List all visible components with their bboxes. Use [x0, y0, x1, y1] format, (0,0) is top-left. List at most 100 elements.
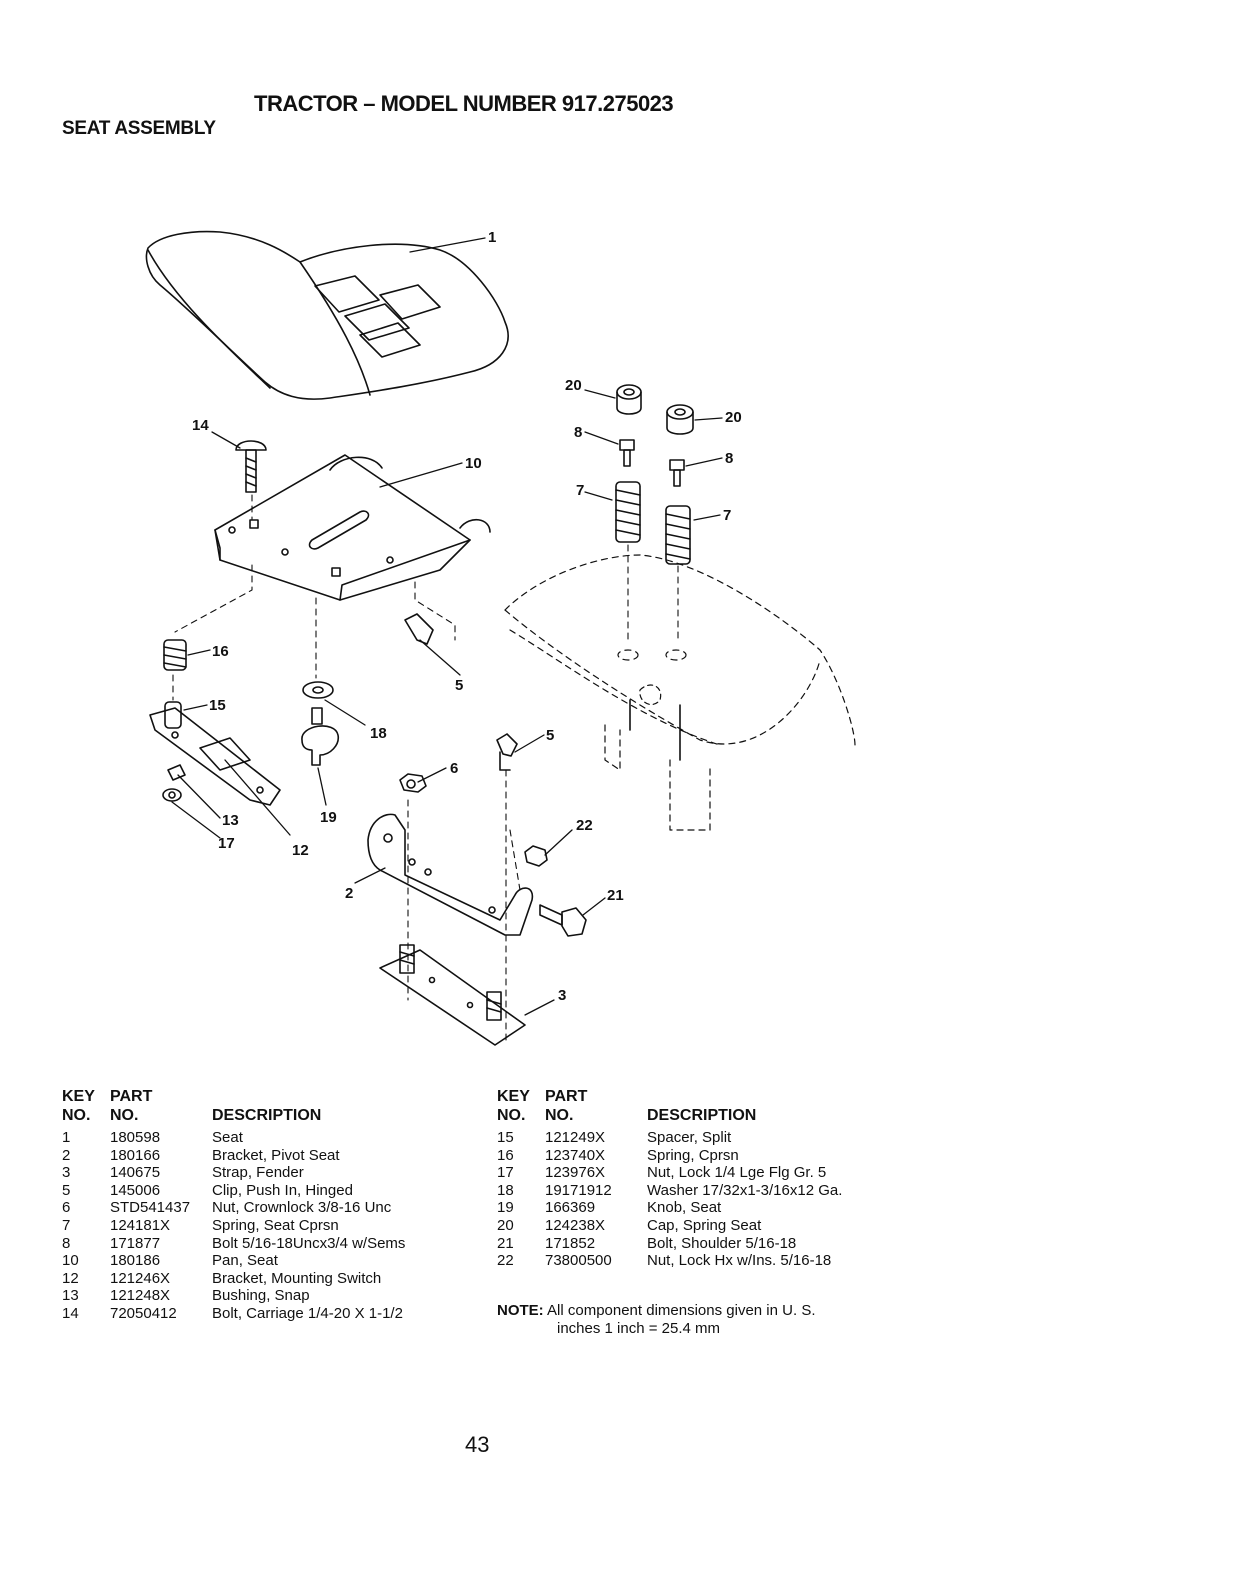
description-cell: Pan, Seat [212, 1252, 278, 1270]
part-number-cell: 124181X [110, 1216, 171, 1234]
description-cell: Bracket, Mounting Switch [212, 1269, 382, 1287]
split-spacer-part [164, 701, 182, 729]
washer-part [302, 681, 334, 699]
part-number-cell: 145006 [110, 1181, 161, 1199]
callout-label: 7 [723, 507, 731, 524]
no-header: NO. [110, 1107, 139, 1124]
description-cell: Bracket, Pivot Seat [212, 1146, 340, 1164]
part-number-cell: 72050412 [110, 1304, 177, 1322]
no-header: NO. [497, 1107, 526, 1124]
section-title: SEAT ASSEMBLY [62, 118, 216, 139]
part-number-cell: 123740X [545, 1146, 606, 1164]
seat-assembly-diagram: 1 14 10 20 20 8 8 7 7 16 15 5 18 19 6 5 … [145, 229, 856, 1046]
description-cell: Bushing, Snap [212, 1287, 310, 1305]
key-cell: 8 [62, 1234, 71, 1252]
description-cell: Knob, Seat [647, 1199, 722, 1217]
description-cell: Spacer, Split [647, 1129, 732, 1146]
key-cell: 15 [497, 1129, 514, 1146]
part-number-cell: 124238X [545, 1216, 606, 1234]
callout-label: 1 [488, 229, 496, 246]
part-number-cell: 121248X [110, 1287, 171, 1305]
push-in-clip-part [404, 613, 518, 771]
key-cell: 18 [497, 1181, 514, 1199]
table-header: KEY PART NO. NO. DESCRIPTION [497, 1087, 897, 1129]
description-cell: Nut, Lock 1/4 Lge Flg Gr. 5 [647, 1164, 827, 1182]
seat-knob-part [301, 707, 340, 766]
part-number-cell: 19171912 [545, 1181, 612, 1199]
part-header: PART [110, 1088, 153, 1105]
callout-label: 2 [345, 885, 353, 902]
table-row: 17 123976X Nut, Lock 1/4 Lge Flg Gr. 5 [497, 1164, 897, 1182]
key-cell: 12 [62, 1269, 79, 1287]
table-row: 13 121248X Bushing, Snap [62, 1287, 462, 1305]
description-cell: Seat [212, 1129, 243, 1146]
hex-lock-nut-part [524, 845, 548, 867]
seat-part [145, 230, 509, 400]
description-cell: Bolt 5/16-18Uncx3/4 w/Sems [212, 1234, 406, 1252]
part-number-cell: 180166 [110, 1146, 161, 1164]
description-cell: Clip, Push In, Hinged [212, 1181, 353, 1199]
part-number-cell: 73800500 [545, 1252, 612, 1270]
callout-label: 18 [370, 725, 387, 742]
callout-label: 8 [725, 450, 733, 467]
key-header: KEY [62, 1088, 95, 1105]
key-cell: 20 [497, 1216, 514, 1234]
key-cell: 5 [62, 1181, 71, 1199]
callout-label: 14 [192, 417, 209, 434]
table-row: 20 124238X Cap, Spring Seat [497, 1217, 897, 1235]
callout-label: 8 [574, 424, 582, 441]
table-row: 15 121249X Spacer, Split [497, 1129, 897, 1147]
description-cell: Spring, Seat Cprsn [212, 1216, 339, 1234]
part-number-cell: 121246X [110, 1269, 171, 1287]
callout-label: 5 [546, 727, 554, 744]
part-header: PART [545, 1088, 588, 1105]
description-cell: Spring, Cprsn [647, 1146, 739, 1164]
callout-label: 20 [725, 409, 742, 426]
no-header: NO. [545, 1107, 574, 1124]
description-cell: Cap, Spring Seat [647, 1216, 762, 1234]
shoulder-bolt-part [539, 904, 587, 937]
callout-label: 21 [607, 887, 624, 904]
part-number-cell: 180186 [110, 1252, 161, 1270]
key-cell: 7 [62, 1216, 71, 1234]
key-header: KEY [497, 1088, 530, 1105]
callout-label: 15 [209, 697, 226, 714]
lock-nut-part [162, 788, 182, 802]
key-cell: 19 [497, 1199, 514, 1217]
key-cell: 6 [62, 1199, 71, 1217]
callout-label: 6 [450, 760, 458, 777]
part-number-cell: 171877 [110, 1234, 161, 1252]
key-cell: 13 [62, 1287, 79, 1305]
callout-label: 3 [558, 987, 566, 1004]
fender-strap-part [379, 944, 526, 1046]
note-label: NOTE: [497, 1302, 544, 1319]
table-row: 7 124181X Spring, Seat Cprsn [62, 1217, 462, 1235]
spring-cap-part [616, 384, 694, 435]
description-cell: Strap, Fender [212, 1164, 304, 1182]
part-number-cell: 140675 [110, 1164, 161, 1182]
part-number-cell: 121249X [545, 1129, 606, 1146]
fender-outline [504, 554, 856, 831]
part-number-cell: STD541437 [110, 1199, 191, 1217]
callout-label: 10 [465, 455, 482, 472]
dimension-note: NOTE: All component dimensions given in … [497, 1302, 877, 1337]
note-line-1: All component dimensions given in U. S. [547, 1302, 816, 1319]
crownlock-nut-part [399, 773, 427, 793]
page-title: TRACTOR – MODEL NUMBER 917.275023 [254, 91, 674, 116]
page-number: 43 [465, 1432, 490, 1457]
description-cell: Washer 17/32x1-3/16x12 Ga. [647, 1181, 843, 1199]
no-header: NO. [62, 1107, 91, 1124]
callout-label: 7 [576, 482, 584, 499]
table-row: 12 121246X Bracket, Mounting Switch [62, 1270, 462, 1288]
part-number-cell: 123976X [545, 1164, 606, 1182]
key-cell: 17 [497, 1164, 514, 1182]
pivot-bracket-part [367, 813, 534, 936]
seat-pan-part [214, 454, 491, 601]
